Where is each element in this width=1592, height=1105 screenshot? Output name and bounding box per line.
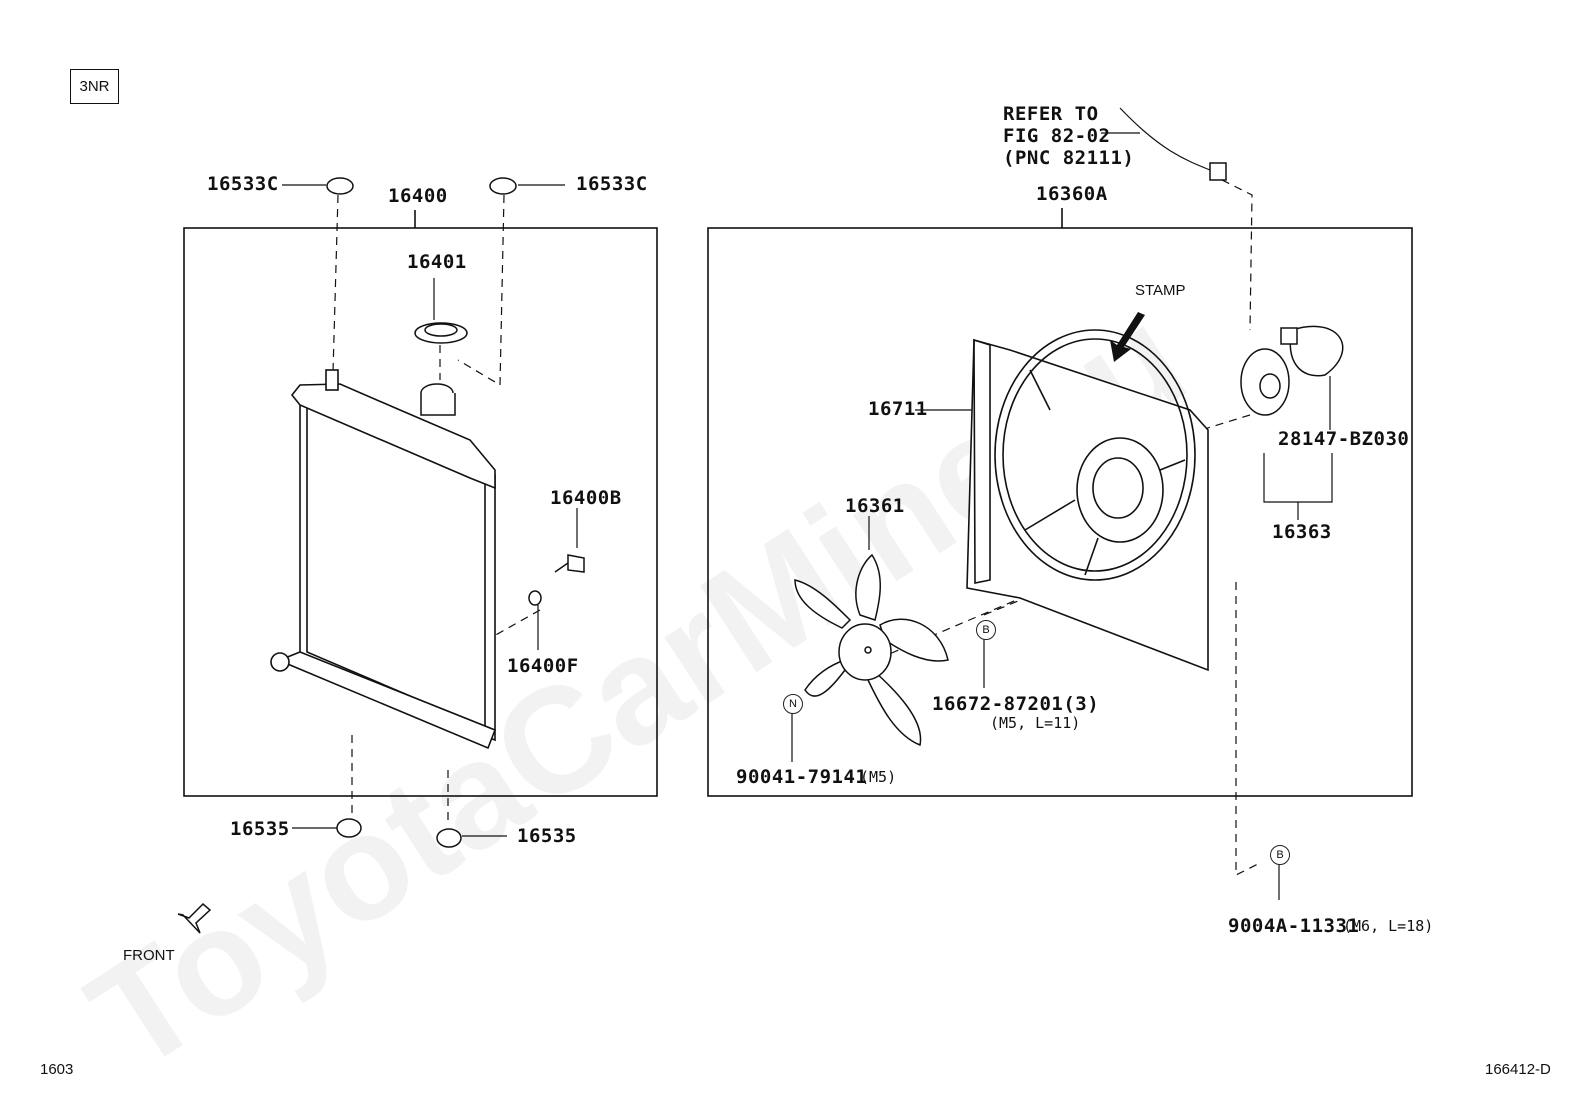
page-number: 1603 <box>40 1061 74 1078</box>
marker-b-1: B <box>976 620 996 640</box>
part-16672-87201: 16672-87201(3) <box>932 693 1100 715</box>
cushion-right <box>436 828 462 848</box>
grommet-left <box>326 177 354 195</box>
marker-b-2: B <box>1270 845 1290 865</box>
radiator-group-box <box>183 227 658 797</box>
part-90041-79141: 90041-79141 <box>736 766 868 788</box>
screw-spec: (M5, L=11) <box>990 714 1081 732</box>
part-28147-bz030: 28147-BZ030 <box>1278 428 1410 450</box>
bolt-spec: (M6, L=18) <box>1343 917 1434 935</box>
drain-plug <box>567 554 585 573</box>
refer-line-2: FIG 82-02 <box>1003 125 1111 147</box>
fan-assembly-label: 16360A <box>1036 183 1108 205</box>
refer-line-3: (PNC 82111) <box>1003 147 1135 169</box>
part-16533c-left: 16533C <box>207 173 279 195</box>
part-16363: 16363 <box>1272 521 1332 543</box>
drain-oring <box>528 590 542 606</box>
connector <box>1209 162 1227 181</box>
refer-line-1: REFER TO <box>1003 103 1099 125</box>
part-16401: 16401 <box>407 251 467 273</box>
fan-blade <box>794 553 949 747</box>
figure-code: 166412-D <box>1485 1061 1551 1078</box>
part-9004a-11331: 9004A-11331 <box>1228 915 1360 937</box>
filler-neck <box>420 383 456 416</box>
radiator-core <box>270 369 497 750</box>
nut-spec: (M5) <box>860 768 897 786</box>
part-16400f: 16400F <box>507 655 579 677</box>
part-16400b: 16400B <box>550 487 622 509</box>
engine-code-badge: 3NR <box>70 69 119 104</box>
radiator-assembly-label: 16400 <box>388 185 448 207</box>
marker-n: N <box>783 694 803 714</box>
front-label: FRONT <box>123 947 175 964</box>
stamp-label: STAMP <box>1135 282 1186 299</box>
stamp-arrow <box>1110 312 1145 362</box>
fan-shroud <box>966 329 1209 672</box>
radiator-cap <box>414 322 468 344</box>
cushion-left <box>336 818 362 838</box>
fan-group-box <box>707 227 1413 797</box>
part-16533c-right: 16533C <box>576 173 648 195</box>
fan-motor <box>1240 325 1344 416</box>
front-arrow <box>177 902 212 934</box>
part-16535-left: 16535 <box>230 818 290 840</box>
part-16711: 16711 <box>868 398 928 420</box>
grommet-right <box>489 177 517 195</box>
part-16535-right: 16535 <box>517 825 577 847</box>
part-16361: 16361 <box>845 495 905 517</box>
